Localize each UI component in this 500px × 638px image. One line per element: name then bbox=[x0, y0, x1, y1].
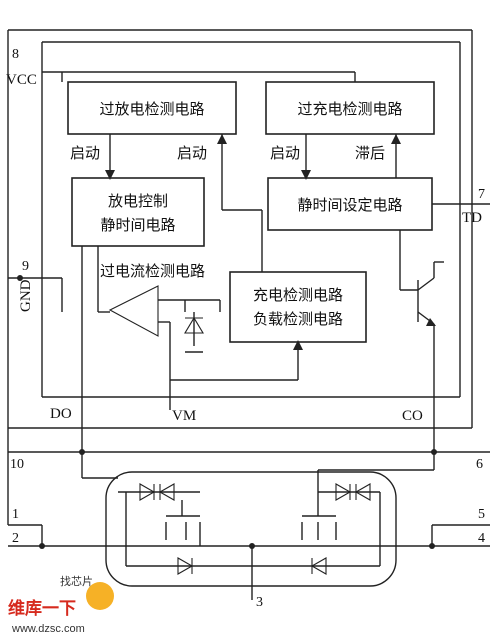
pin-number-5: 5 bbox=[478, 507, 485, 522]
over-discharge-detect-block: 过放电检测电路 bbox=[67, 81, 237, 135]
static-time-setting-label: 静时间设定电路 bbox=[297, 196, 402, 214]
pin-number-4: 4 bbox=[478, 531, 485, 546]
pin-number-9: 9 bbox=[22, 259, 29, 274]
discharge-control-label-2: 静时间电路 bbox=[100, 216, 175, 234]
co-pin-label: CO bbox=[402, 408, 423, 424]
ic-boundary bbox=[41, 41, 461, 398]
vcc-pin-label: VCC bbox=[6, 72, 37, 88]
delay-signal: 滞后 bbox=[355, 144, 385, 162]
over-charge-detect-label: 过充电检测电路 bbox=[297, 100, 402, 118]
mosfet-pair-package bbox=[105, 470, 397, 587]
site-watermark: 找芯片 维库一下 www.dzsc.com bbox=[8, 574, 114, 635]
watermark-badge: 找芯片 bbox=[60, 574, 93, 588]
over-discharge-detect-label: 过放电检测电路 bbox=[99, 100, 204, 118]
pin-number-3: 3 bbox=[256, 595, 263, 610]
do-pin-label: DO bbox=[50, 406, 72, 422]
overcurrent-comparator bbox=[97, 246, 221, 380]
discharge-control-block: 放电控制 静时间电路 bbox=[71, 177, 205, 247]
watermark-title: 维库一下 bbox=[8, 598, 76, 619]
reference-diode bbox=[184, 312, 204, 353]
pin-number-6: 6 bbox=[476, 457, 483, 472]
junction-dot bbox=[17, 275, 23, 281]
pin-number-7: 7 bbox=[478, 187, 485, 202]
pin-number-8: 8 bbox=[12, 47, 19, 62]
start-signal-2: 启动 bbox=[177, 144, 207, 162]
vm-pin-label: VM bbox=[172, 408, 196, 424]
watermark-url: www.dzsc.com bbox=[11, 623, 85, 635]
charge-detect-label: 充电检测电路 bbox=[253, 286, 343, 304]
signal-lines bbox=[105, 134, 401, 272]
start-signal-1: 启动 bbox=[70, 144, 100, 162]
gnd-pin-label: GND bbox=[18, 279, 34, 312]
td-pin-label: TD bbox=[462, 210, 482, 226]
over-charge-detect-block: 过充电检测电路 bbox=[265, 81, 435, 135]
pin-number-2: 2 bbox=[12, 531, 19, 546]
pin-number-1: 1 bbox=[12, 507, 19, 522]
static-time-setting-block: 静时间设定电路 bbox=[267, 177, 490, 231]
co-output-transistor bbox=[399, 230, 444, 452]
charge-load-detect-block: 充电检测电路 负载检测电路 bbox=[229, 271, 367, 380]
load-detect-label: 负载检测电路 bbox=[253, 310, 343, 328]
discharge-control-label-1: 放电控制 bbox=[108, 192, 168, 210]
overcurrent-detect-label: 过电流检测电路 bbox=[100, 262, 205, 280]
start-signal-3: 启动 bbox=[270, 144, 300, 162]
pin-number-10: 10 bbox=[10, 457, 24, 472]
